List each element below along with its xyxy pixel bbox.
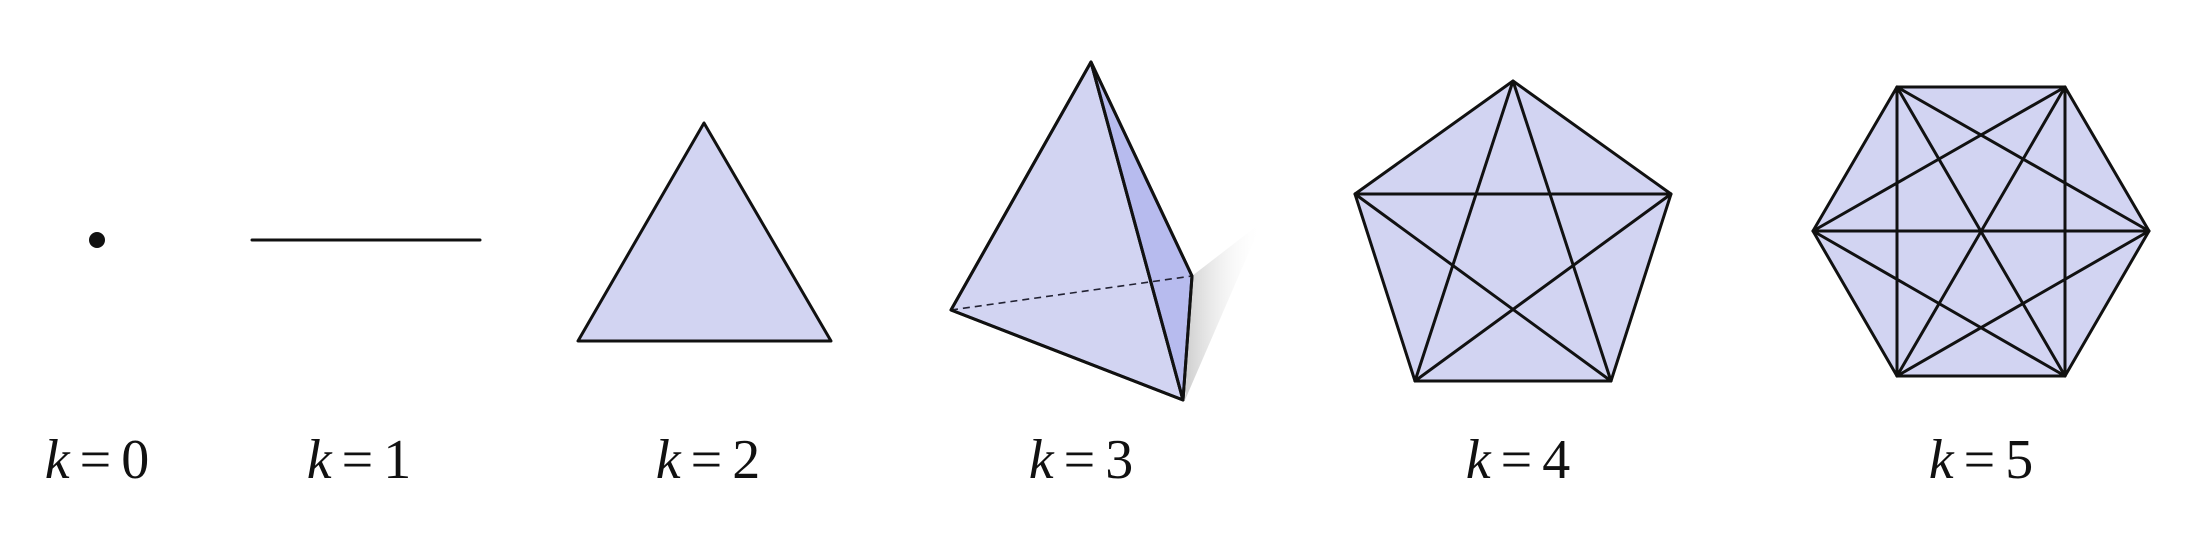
tetrahedron-shadow — [1185, 222, 1262, 400]
diagonal — [1413, 192, 1673, 383]
diagonal — [1511, 79, 1613, 383]
label-k0: k=0 — [45, 429, 149, 491]
diagonal — [1413, 79, 1515, 383]
label-k3: k=3 — [1029, 429, 1133, 491]
triangle-face — [576, 121, 833, 343]
diagonal — [1811, 85, 2067, 233]
hexagon-diagonals — [1811, 85, 2151, 378]
simplex-k5-complete-graph — [1811, 85, 2151, 378]
diagonal — [1353, 192, 1613, 383]
simplex-k2-triangle — [576, 121, 833, 343]
pentagon-diagonals — [1353, 79, 1673, 383]
tetrahedron-outline — [949, 60, 1194, 402]
simplex-k4-complete-graph — [1353, 79, 1673, 383]
vertex-dot — [89, 232, 105, 248]
diagonal — [1895, 229, 2151, 378]
pentagon-face — [1353, 79, 1673, 383]
label-k5: k=5 — [1929, 429, 2033, 491]
tetrahedron-hidden-edge — [950, 275, 1193, 311]
simplex-k0-point — [89, 232, 105, 248]
label-k2: k=2 — [656, 429, 760, 491]
label-k4: k=4 — [1466, 429, 1570, 491]
label-k1: k=1 — [307, 429, 411, 491]
simplex-k3-tetrahedron — [949, 60, 1262, 402]
diagonal — [1811, 229, 2067, 378]
